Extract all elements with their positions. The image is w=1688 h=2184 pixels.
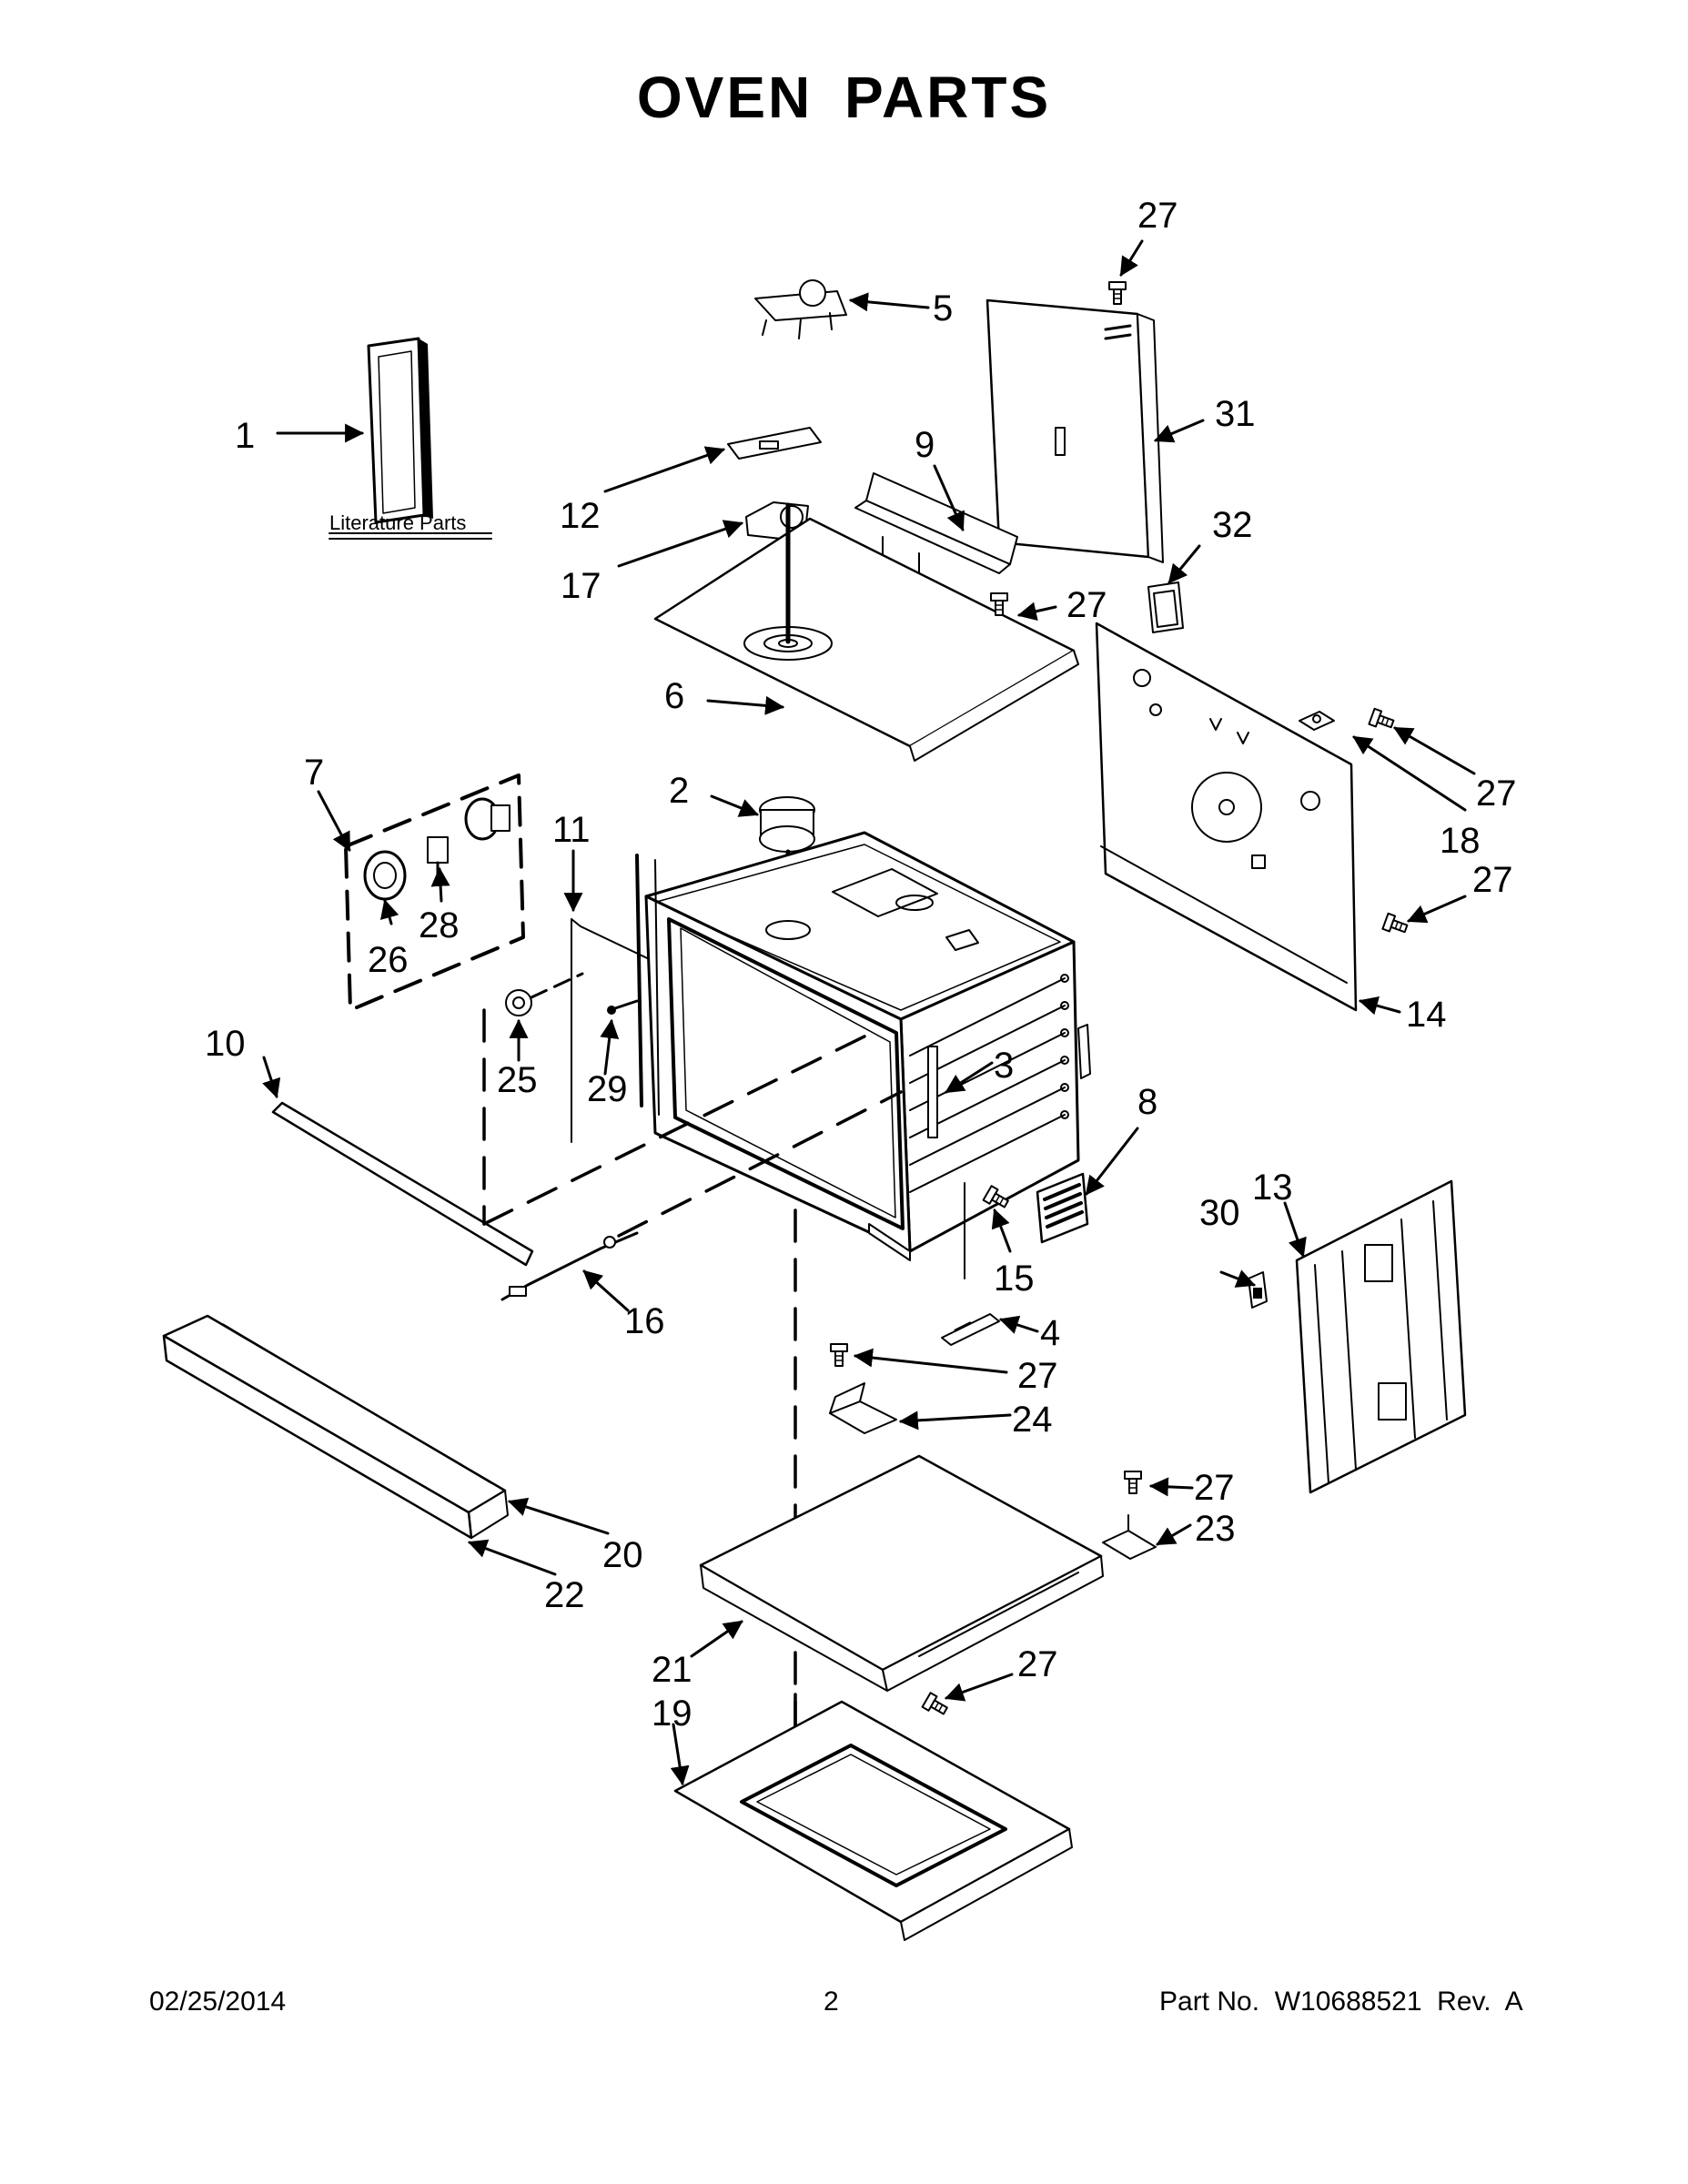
callout-10: 10 [205, 1024, 246, 1064]
part-3-oven-cavity [635, 831, 1091, 1279]
callout-labels: 1 2 3 4 5 6 7 8 9 10 11 12 13 14 15 16 1… [205, 196, 1517, 1734]
footer-part-number: Part No. W10688521 Rev. A [1159, 1987, 1523, 2017]
part-14-rear-panel [1095, 622, 1358, 1012]
part-9-channel [854, 472, 1018, 602]
footer-page-number: 2 [824, 1987, 839, 2017]
callout-2: 2 [669, 771, 689, 811]
part-22-rail [162, 1334, 473, 1540]
part-32-box [1147, 581, 1184, 633]
callout-7: 7 [304, 753, 324, 793]
callout-31: 31 [1215, 394, 1256, 434]
part-5-switch [754, 279, 847, 339]
callout-6: 6 [664, 676, 684, 716]
part-18-clip [1299, 711, 1335, 731]
callout-3: 3 [994, 1046, 1014, 1086]
callout-23: 23 [1195, 1509, 1236, 1549]
part-23-bracket [1102, 1514, 1157, 1560]
part-29-screw [607, 999, 639, 1015]
part-24-bracket [829, 1382, 897, 1434]
callout-26: 26 [368, 940, 409, 980]
callout-8: 8 [1137, 1082, 1157, 1122]
part-10-trim-strip [271, 1101, 534, 1267]
part-2-fan-motor [759, 796, 815, 926]
callout-27-right2: 27 [1472, 860, 1513, 900]
part-6-top-cover [653, 502, 1079, 762]
callout-5: 5 [933, 288, 953, 329]
callout-20: 20 [602, 1535, 643, 1575]
part-13-side-panel [1295, 1179, 1467, 1494]
callout-28: 28 [419, 905, 460, 945]
callout-15: 15 [994, 1259, 1035, 1299]
leader-arrows [262, 239, 1476, 1786]
callout-4: 4 [1040, 1313, 1060, 1353]
callout-18: 18 [1440, 821, 1481, 861]
callout-27-bottom: 27 [1017, 1644, 1058, 1684]
callout-27-top: 27 [1137, 196, 1178, 236]
assembly-guidelines [482, 1008, 903, 1781]
part-4-bracket [941, 1313, 1000, 1346]
part-21-bottom-panel [699, 1454, 1104, 1692]
part-25-socket [505, 972, 584, 1016]
callout-32: 32 [1212, 505, 1253, 545]
callout-27-lowright: 27 [1194, 1468, 1235, 1508]
callout-27-mid: 27 [1017, 1356, 1058, 1396]
callout-14: 14 [1406, 995, 1447, 1035]
literature-parts-label: Literature Parts [329, 511, 466, 534]
callout-24: 24 [1012, 1400, 1053, 1440]
callout-27-right1: 27 [1476, 774, 1517, 814]
callout-21: 21 [652, 1650, 692, 1690]
literature-parts-book [329, 337, 492, 540]
callout-12: 12 [560, 496, 601, 536]
footer-date: 02/25/2014 [149, 1987, 287, 2017]
callout-13: 13 [1252, 1168, 1293, 1208]
part-16-rod [500, 1231, 639, 1301]
callout-17: 17 [561, 566, 601, 606]
callout-16: 16 [624, 1301, 665, 1341]
part-31-side-panel [986, 298, 1164, 563]
part-7-lamp-kit [344, 774, 525, 1012]
callout-11: 11 [552, 810, 591, 850]
part-30-clip [1248, 1271, 1268, 1309]
part-12-bracket [727, 427, 822, 460]
callout-22: 22 [544, 1575, 585, 1615]
callout-29: 29 [587, 1069, 628, 1109]
callout-25: 25 [497, 1060, 538, 1100]
callout-30: 30 [1199, 1193, 1240, 1233]
callout-1: 1 [235, 416, 255, 456]
part-19-bottom-tray [673, 1693, 1073, 1941]
callout-19: 19 [652, 1694, 692, 1734]
callout-27-upper: 27 [1066, 585, 1107, 625]
page-title: OVEN PARTS [636, 65, 1052, 130]
callout-9: 9 [915, 425, 935, 465]
part-8-grille [1036, 1172, 1089, 1244]
